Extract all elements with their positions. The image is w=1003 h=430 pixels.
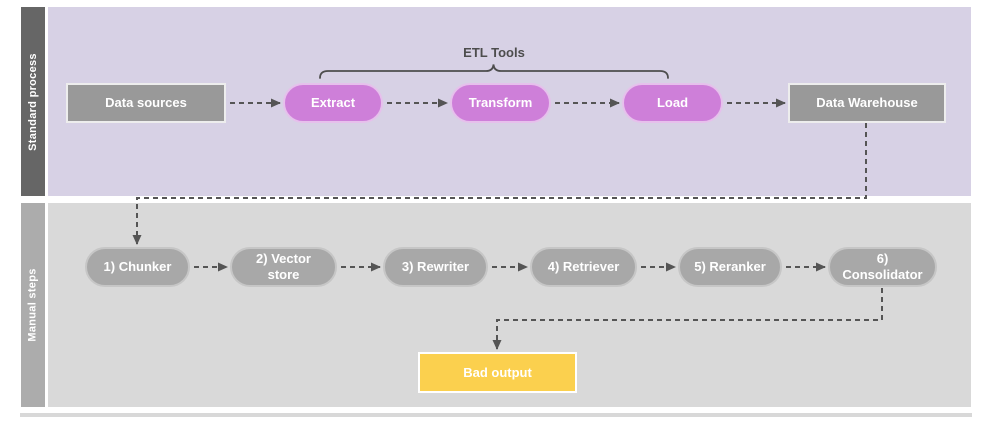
node-chunker-label: 1) Chunker xyxy=(103,259,172,275)
node-retriever-label: 4) Retriever xyxy=(547,259,620,275)
etl-tools-brace xyxy=(319,64,669,79)
node-bad-output: Bad output xyxy=(418,352,577,393)
node-bad-output-label: Bad output xyxy=(463,364,532,380)
node-vector-store-label: 2) Vector store xyxy=(256,251,311,282)
node-extract: Extract xyxy=(283,83,383,123)
etl-tools-label: ETL Tools xyxy=(463,45,525,60)
node-consolidator: 6) Consolidator xyxy=(828,247,937,287)
node-data-warehouse: Data Warehouse xyxy=(788,83,946,123)
node-data-sources-label: Data sources xyxy=(105,95,187,111)
node-rewriter-label: 3) Rewriter xyxy=(401,259,470,275)
node-reranker: 5) Reranker xyxy=(678,247,782,287)
node-chunker: 1) Chunker xyxy=(85,247,190,287)
lane-label-manual-steps: Manual steps xyxy=(21,203,45,407)
node-transform-label: Transform xyxy=(468,95,533,111)
page-bottom-divider xyxy=(20,413,972,417)
node-reranker-label: 5) Reranker xyxy=(694,259,766,275)
node-consolidator-label: 6) Consolidator xyxy=(842,251,923,282)
connector-consolidator-badoutput xyxy=(492,288,883,350)
node-retriever: 4) Retriever xyxy=(530,247,637,287)
node-vector-store: 2) Vector store xyxy=(230,247,337,287)
connector-warehouse-chunker xyxy=(132,123,867,245)
node-transform: Transform xyxy=(450,83,551,123)
node-load-label: Load xyxy=(656,95,689,111)
node-rewriter: 3) Rewriter xyxy=(383,247,488,287)
lane-label-standard-process: Standard process xyxy=(21,7,45,196)
node-data-warehouse-label: Data Warehouse xyxy=(816,95,918,111)
node-load: Load xyxy=(622,83,723,123)
node-extract-label: Extract xyxy=(310,95,356,111)
node-data-sources: Data sources xyxy=(66,83,226,123)
